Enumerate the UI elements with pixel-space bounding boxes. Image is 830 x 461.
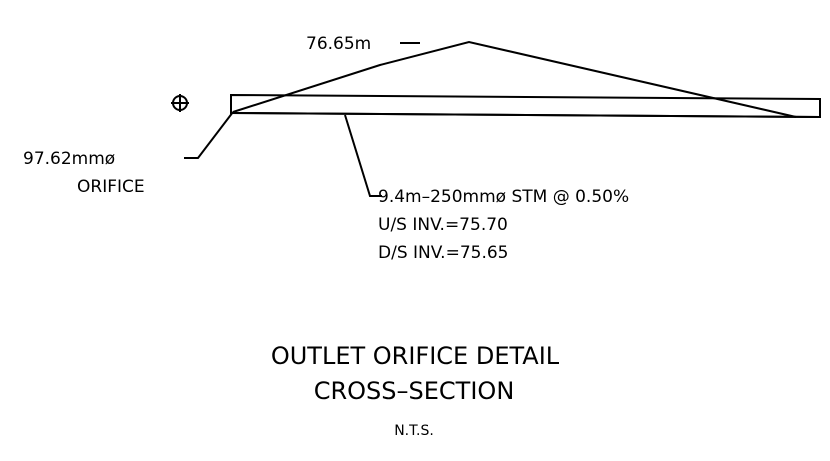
water-level-label: 76.65m [306,34,371,54]
pipe-spec-leader [344,114,382,197]
pipe-invert-line [230,112,821,118]
detail-title: OUTLET ORIFICE DETAIL [271,342,560,370]
detail-subtitle: CROSS–SECTION [314,377,515,405]
scale-note: N.T.S. [394,423,434,439]
orifice-size-label: 97.62mmø [23,149,115,169]
water-level-line [232,40,797,118]
orifice-word-label: ORIFICE [77,177,145,197]
ds-invert-label: D/S INV.=75.65 [378,243,509,263]
orifice-leader [184,111,234,159]
pipe-spec-label: 9.4m–250mmø STM @ 0.50% [378,187,629,207]
us-invert-label: U/S INV.=75.70 [378,215,508,235]
centerline-crosshair-icon [171,94,189,112]
